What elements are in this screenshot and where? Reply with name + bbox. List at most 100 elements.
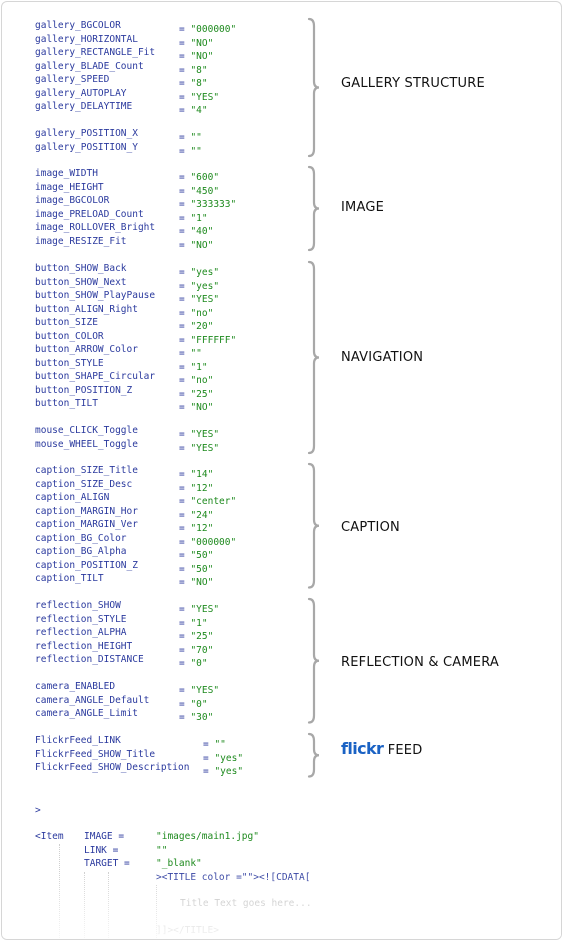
xml-link-attr: LINK = <box>84 845 119 856</box>
param-key: caption_TILT <box>35 573 104 584</box>
xml-image-attr: IMAGE = <box>84 831 125 842</box>
equals-sign: = <box>179 617 191 629</box>
equals-sign: = <box>179 402 191 413</box>
equals-sign: = <box>179 78 191 89</box>
param-line: FlickrFeed_SHOW_Title= "yes" <box>35 749 243 764</box>
param-line: caption_SIZE_Desc= "12" <box>35 479 213 494</box>
section-brace <box>307 260 320 455</box>
param-value: "" <box>190 132 202 143</box>
equals-sign: = <box>179 563 191 575</box>
param-value: "1" <box>190 617 208 629</box>
param-value: "NO" <box>190 402 214 413</box>
param-key: gallery_BLADE_Count <box>35 60 144 72</box>
param-value: "NO" <box>190 37 214 49</box>
equals-sign: = <box>179 536 191 548</box>
section-brace <box>307 17 320 158</box>
param-key: button_ARROW_Color <box>35 344 138 355</box>
param-value: "50" <box>190 550 214 561</box>
param-line: reflection_STYLE= "1" <box>35 614 208 629</box>
param-key: reflection_SHOW <box>35 600 121 611</box>
param-value: "25" <box>190 388 214 400</box>
param-line: caption_ALIGN= "center" <box>35 492 236 507</box>
param-line: camera_ANGLE_Limit= "30" <box>35 708 213 723</box>
xml-target-attr: TARGET = <box>84 858 130 869</box>
param-value: "NO" <box>190 239 214 251</box>
equals-sign: = <box>179 294 191 305</box>
param-key: button_SHOW_Back <box>35 263 127 274</box>
param-key: caption_MARGIN_Hor <box>35 505 138 517</box>
param-line: caption_MARGIN_Hor= "24" <box>35 505 213 521</box>
param-key: button_POSITION_Z <box>35 384 133 396</box>
param-value: "333333" <box>190 199 237 210</box>
equals-sign: = <box>179 105 191 116</box>
param-line: caption_POSITION_Z= "50" <box>35 560 214 575</box>
param-value: "YES" <box>190 294 220 305</box>
param-value: "20" <box>190 321 214 332</box>
param-key: button_COLOR <box>35 330 104 342</box>
param-value: "50" <box>190 563 214 575</box>
param-value: "no" <box>190 307 214 319</box>
equals-sign: = <box>179 509 191 521</box>
param-line: button_POSITION_Z= "25" <box>35 384 214 400</box>
equals-sign: = <box>179 267 191 278</box>
section-label: REFLECTION & CAMERA <box>341 655 499 670</box>
xml-target-value: "_blank" <box>156 858 202 869</box>
param-value: "FFFFFF" <box>190 334 237 346</box>
param-line: button_ARROW_Color= "" <box>35 344 202 359</box>
section-brace <box>307 165 320 252</box>
param-key: mouse_CLICK_Toggle <box>35 425 138 436</box>
param-line: reflection_SHOW= "YES" <box>35 600 219 615</box>
param-line: gallery_DELAYTIME= "4" <box>35 101 208 116</box>
param-line: image_ROLLOVER_Bright= "40" <box>35 222 214 237</box>
equals-sign: = <box>179 429 191 440</box>
fade-overlay <box>2 869 561 939</box>
equals-sign: = <box>179 644 191 656</box>
param-line: button_SHOW_Next= "yes" <box>35 276 219 292</box>
equals-sign: = <box>179 64 191 76</box>
param-value: "450" <box>190 185 220 197</box>
param-value: "yes" <box>214 766 244 777</box>
param-value: "yes" <box>190 267 220 278</box>
param-value: "000000" <box>190 536 237 548</box>
param-value: "40" <box>190 226 214 237</box>
equals-sign: = <box>179 348 191 359</box>
param-key: caption_MARGIN_Ver <box>35 519 138 530</box>
param-line: image_WIDTH= "600" <box>35 168 219 183</box>
param-key: button_SHOW_Next <box>35 276 127 288</box>
section-brace <box>307 597 320 724</box>
param-value: "NO" <box>190 577 214 588</box>
param-line: reflection_HEIGHT= "70" <box>35 641 213 656</box>
param-value: "000000" <box>190 24 237 35</box>
section-label: CAPTION <box>341 520 400 535</box>
param-key: caption_ALIGN <box>35 492 110 503</box>
param-line: image_BGCOLOR = "333333" <box>35 195 237 210</box>
param-line: gallery_POSITION_Y= "" <box>35 141 202 157</box>
param-value: "25" <box>190 631 214 642</box>
param-key: image_HEIGHT <box>35 181 104 193</box>
param-line: button_SIZE= "20" <box>35 317 214 332</box>
param-line: camera_ENABLED= "YES" <box>35 681 219 696</box>
param-key: FlickrFeed_SHOW_Description <box>35 762 190 773</box>
section-label: flickr FEED <box>341 739 423 758</box>
equals-sign: = <box>179 361 191 373</box>
equals-sign: = <box>179 334 191 346</box>
param-key: image_BGCOLOR <box>35 195 110 206</box>
equals-sign: = <box>179 37 191 49</box>
param-value: "1" <box>190 212 208 224</box>
xml-close-bracket: > <box>35 805 41 816</box>
param-line: reflection_DISTANCE= "0" <box>35 654 208 669</box>
equals-sign: = <box>179 698 191 710</box>
param-key: gallery_POSITION_Y <box>35 141 138 153</box>
param-line: button_SHOW_Back = "yes" <box>35 263 220 278</box>
param-key: image_RESIZE_Fit <box>35 235 127 247</box>
param-line: gallery_BLADE_Count = "8" <box>35 60 208 76</box>
param-line: image_RESIZE_Fit= "NO" <box>35 235 214 251</box>
equals-sign: = <box>179 496 191 507</box>
param-value: "8" <box>190 64 208 76</box>
equals-sign: = <box>179 375 191 386</box>
param-line: gallery_POSITION_X= "" <box>35 128 202 143</box>
equals-sign: = <box>179 172 191 183</box>
equals-sign: = <box>179 577 191 588</box>
equals-sign: = <box>179 199 191 210</box>
